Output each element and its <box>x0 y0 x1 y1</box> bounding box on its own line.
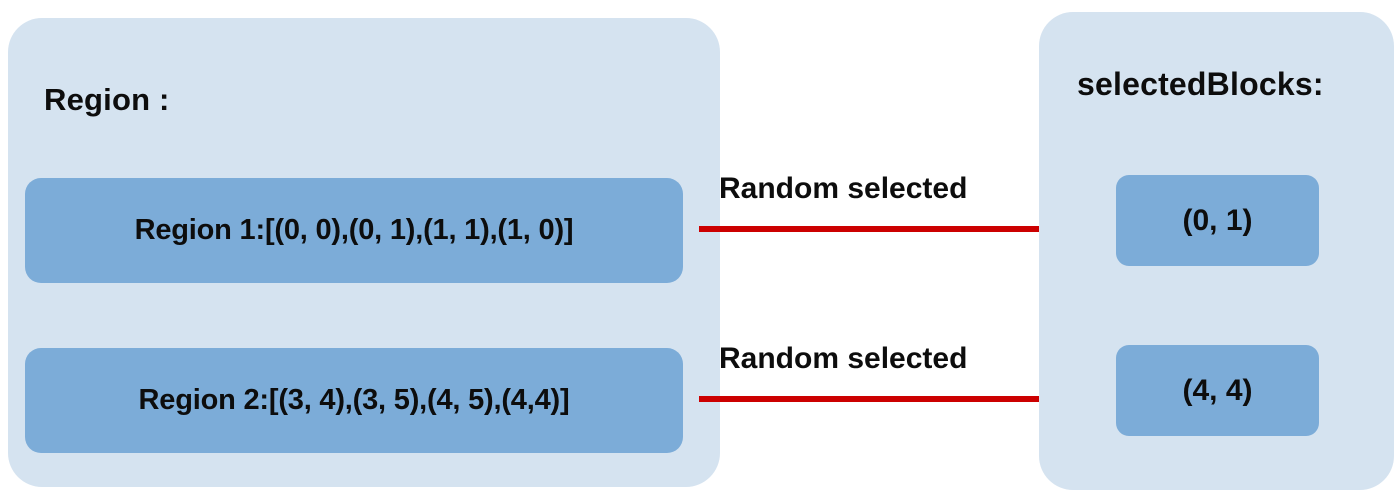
selected-block-2-label: (4, 4) <box>1182 373 1253 407</box>
arrow-1-label: Random selected <box>719 172 968 205</box>
region-block-1: Region 1:[(0, 0),(0, 1),(1, 1),(1, 0)] <box>25 178 683 283</box>
selected-block-1: (0, 1) <box>1116 175 1319 266</box>
selected-block-1-label: (0, 1) <box>1182 203 1253 237</box>
random-selected-arrow-1: Random selected <box>697 172 1087 252</box>
random-selected-arrow-2: Random selected <box>697 342 1087 422</box>
region-block-2: Region 2:[(3, 4),(3, 5),(4, 5),(4,4)] <box>25 348 683 453</box>
arrow-right-icon <box>699 218 1086 240</box>
region-panel-title: Region : <box>44 82 170 117</box>
arrow-right-icon <box>699 388 1086 410</box>
region-block-1-label: Region 1:[(0, 0),(0, 1),(1, 1),(1, 0)] <box>134 214 574 246</box>
region-block-2-label: Region 2:[(3, 4),(3, 5),(4, 5),(4,4)] <box>138 384 570 416</box>
arrow-2-label: Random selected <box>719 342 968 375</box>
selected-block-2: (4, 4) <box>1116 345 1319 436</box>
selected-blocks-panel-title: selectedBlocks: <box>1077 66 1324 102</box>
